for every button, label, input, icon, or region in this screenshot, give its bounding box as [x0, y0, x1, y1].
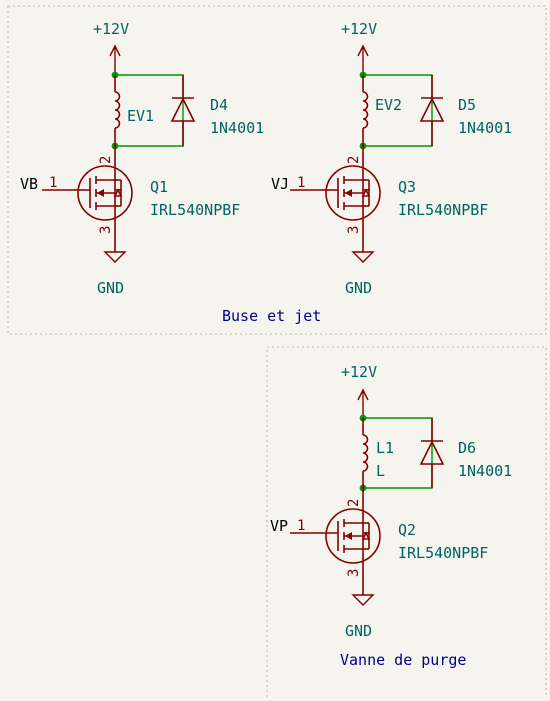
- supply-wire: [363, 74, 433, 147]
- channel-vj: +12V EV2 D5 1N4001 2: [271, 20, 512, 297]
- diode-value: 1N4001: [458, 119, 512, 137]
- gate-pin-number: 1: [297, 518, 305, 534]
- diode-icon: [419, 418, 445, 488]
- ground-label: GND: [345, 279, 372, 297]
- power-flag-arrow-icon: [357, 388, 369, 417]
- supply-label: +12V: [341, 363, 377, 381]
- diode-value: 1N4001: [210, 119, 264, 137]
- source-pin-number: 3: [98, 226, 114, 234]
- supply-label: +12V: [341, 20, 377, 38]
- supply-wire: [115, 74, 184, 147]
- diode-icon: [419, 75, 445, 146]
- drain-pin-number: 2: [98, 156, 114, 164]
- transistor-value: IRL540NPBF: [398, 201, 488, 219]
- supply-label: +12V: [93, 20, 129, 38]
- ground-symbol-icon: [351, 251, 375, 263]
- group-frame-buse-et-jet: [7, 5, 547, 335]
- gate-pin-number: 1: [297, 175, 305, 191]
- transistor-ref: Q1: [150, 178, 168, 196]
- transistor-ref: Q2: [398, 521, 416, 539]
- coil-ref: EV1: [127, 107, 154, 125]
- channel-vp: +12V L1 L D6 1N4001 2: [270, 363, 512, 640]
- drain-pin-number: 2: [346, 156, 362, 164]
- diode-value: 1N4001: [458, 462, 512, 480]
- ground-symbol-icon: [351, 594, 375, 606]
- source-pin-number: 3: [346, 226, 362, 234]
- group-label-vanne-de-purge: Vanne de purge: [340, 651, 466, 669]
- diode-ref: D6: [458, 439, 476, 457]
- input-net-label: VB: [20, 175, 38, 193]
- transistor-value: IRL540NPBF: [150, 201, 240, 219]
- input-net-label: VP: [270, 517, 288, 535]
- ground-symbol-icon: [103, 251, 127, 263]
- supply-wire: [363, 417, 433, 489]
- ground-label: GND: [97, 279, 124, 297]
- coil-ref: EV2: [375, 96, 402, 114]
- ground-label: GND: [345, 622, 372, 640]
- diode-ref: D4: [210, 96, 228, 114]
- drain-pin-number: 2: [346, 499, 362, 507]
- transistor-value: IRL540NPBF: [398, 544, 488, 562]
- power-flag-arrow-icon: [357, 44, 369, 74]
- channel-vb: +12V EV1 D4 1N4001 2: [20, 20, 264, 297]
- inductor-coil-icon: [114, 75, 121, 146]
- diode-icon: [170, 75, 196, 146]
- transistor-ref: Q3: [398, 178, 416, 196]
- input-net-label: VJ: [271, 175, 289, 193]
- n-channel-mosfet-icon: [77, 165, 133, 221]
- diode-ref: D5: [458, 96, 476, 114]
- inductor-coil-icon: [362, 418, 369, 488]
- coil-ref: L1: [376, 439, 394, 457]
- power-flag-arrow-icon: [109, 44, 121, 74]
- gate-pin-number: 1: [49, 175, 57, 191]
- n-channel-mosfet-icon: [325, 165, 381, 221]
- n-channel-mosfet-icon: [325, 508, 381, 564]
- inductor-coil-icon: [362, 75, 369, 146]
- group-frame-vanne-de-purge: [266, 346, 547, 697]
- source-pin-number: 3: [346, 569, 362, 577]
- group-label-buse-et-jet: Buse et jet: [222, 307, 321, 325]
- coil-value: L: [376, 462, 385, 480]
